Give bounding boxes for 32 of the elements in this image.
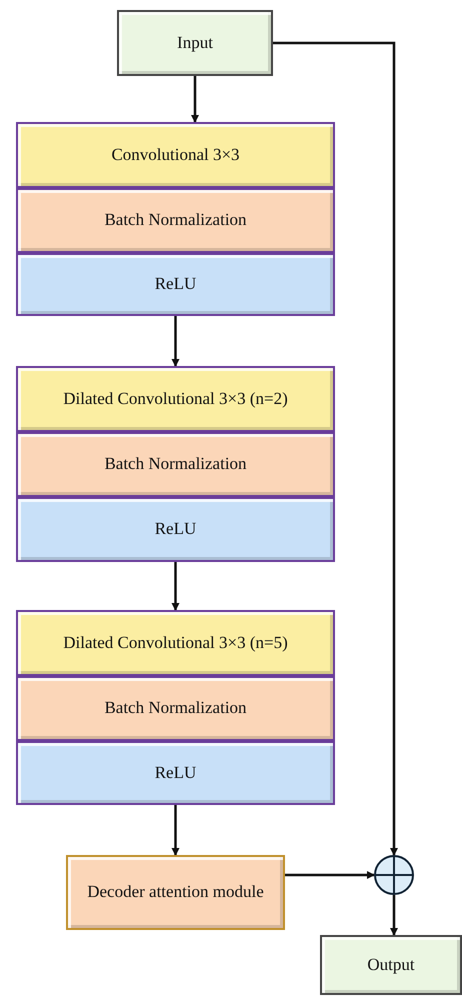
node-label: Decoder attention module: [87, 882, 264, 903]
layer-band: [16, 741, 335, 805]
node-label: ReLU: [154, 274, 196, 295]
node-label: Dilated Convolutional 3×3 (n=2): [63, 388, 288, 410]
layer-band: [16, 122, 335, 188]
arrow: [390, 895, 398, 936]
node-label: Batch Normalization: [104, 698, 247, 719]
output-box: [320, 935, 462, 995]
layer-band: [16, 432, 335, 497]
module-box: [66, 855, 285, 930]
layer-band: [16, 676, 335, 741]
arrow: [285, 871, 375, 879]
arrow: [191, 76, 199, 123]
arrow: [172, 805, 180, 856]
node-label: ReLU: [154, 762, 196, 784]
node-label: Batch Normalization: [104, 454, 247, 475]
arrow: [172, 562, 180, 611]
sum-circle: [374, 855, 414, 895]
layer-band: [16, 253, 335, 316]
arrow: [273, 42, 398, 856]
node-label: Batch Normalization: [104, 210, 247, 231]
layer-band: [16, 366, 335, 432]
node-label: Dilated Convolutional 3×3 (n=5): [63, 632, 288, 654]
layer-band: [16, 188, 335, 253]
node-label: Input: [177, 32, 213, 54]
layer-band: [16, 497, 335, 562]
layer-band: [16, 610, 335, 676]
node-label: Output: [367, 954, 415, 976]
input-box: [117, 10, 273, 76]
arrow: [172, 316, 180, 367]
node-label: Convolutional 3×3: [111, 144, 240, 166]
node-label: ReLU: [154, 519, 196, 540]
